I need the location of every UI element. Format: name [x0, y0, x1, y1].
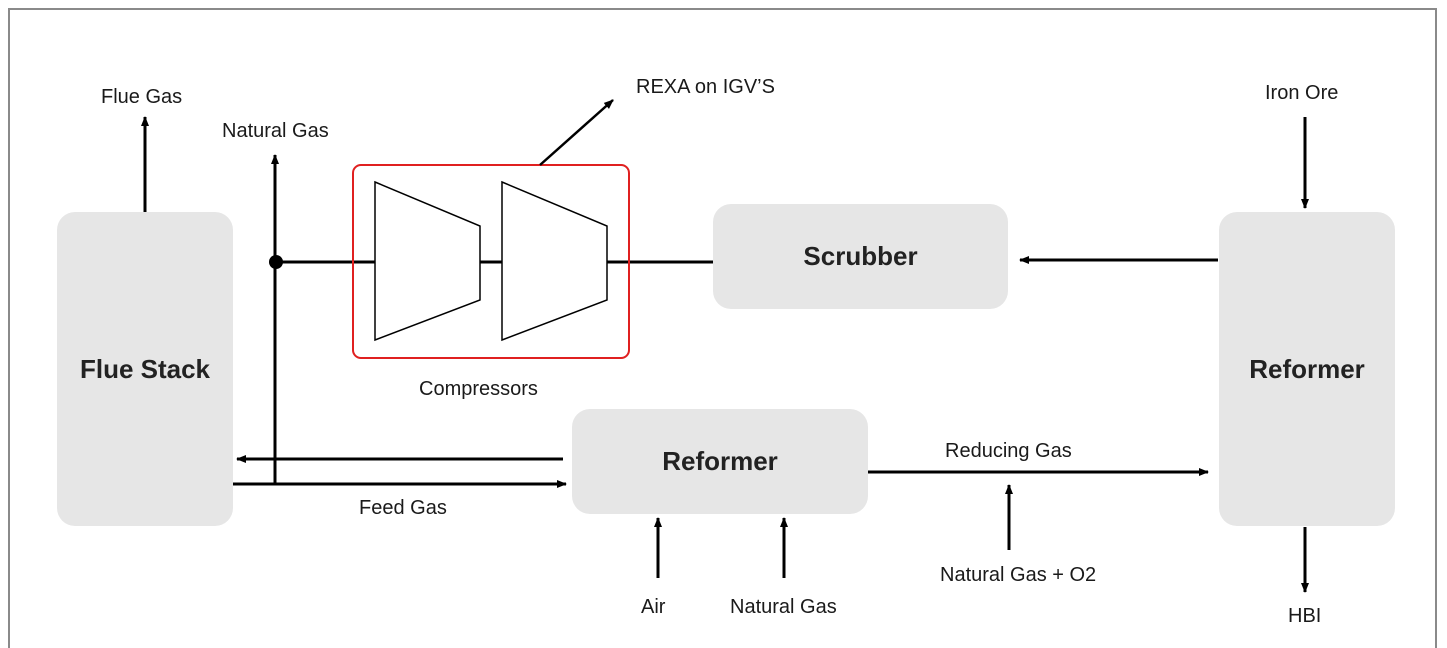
air-label: Air: [641, 596, 666, 618]
compressors-label: Compressors: [419, 378, 538, 400]
natural-gas-top-label: Natural Gas: [222, 120, 329, 142]
iron-ore-label: Iron Ore: [1265, 82, 1339, 104]
hbi-label: HBI: [1288, 605, 1322, 627]
flue-stack-label: Flue Stack: [79, 353, 211, 384]
compressor-2: [501, 180, 608, 342]
feed-gas-label: Feed Gas: [359, 497, 447, 519]
scrubber-block: Scrubber: [713, 204, 1008, 309]
scrubber-label: Scrubber: [803, 241, 918, 271]
rexa-arrow: [539, 99, 614, 166]
reformer-right-label: Reformer: [1249, 353, 1365, 384]
natural-gas-o2-label: Natural Gas + O2: [940, 564, 1097, 586]
natural-gas-bottom-label: Natural Gas: [730, 596, 837, 618]
reformer-center-block: Reformer: [572, 409, 868, 514]
flue-stack-block: Flue Stack: [57, 212, 233, 526]
flue-gas-label: Flue Gas: [101, 86, 183, 108]
reformer-right-block: Reformer: [1219, 212, 1395, 526]
reformer-center-label: Reformer: [662, 446, 778, 476]
compressor-1: [374, 180, 481, 342]
rexa-label: REXA on IGV’S: [636, 76, 775, 98]
reducing-gas-label: Reducing Gas: [945, 440, 1072, 462]
compressors-highlight: [352, 164, 630, 359]
diagram-frame: [8, 8, 1437, 648]
